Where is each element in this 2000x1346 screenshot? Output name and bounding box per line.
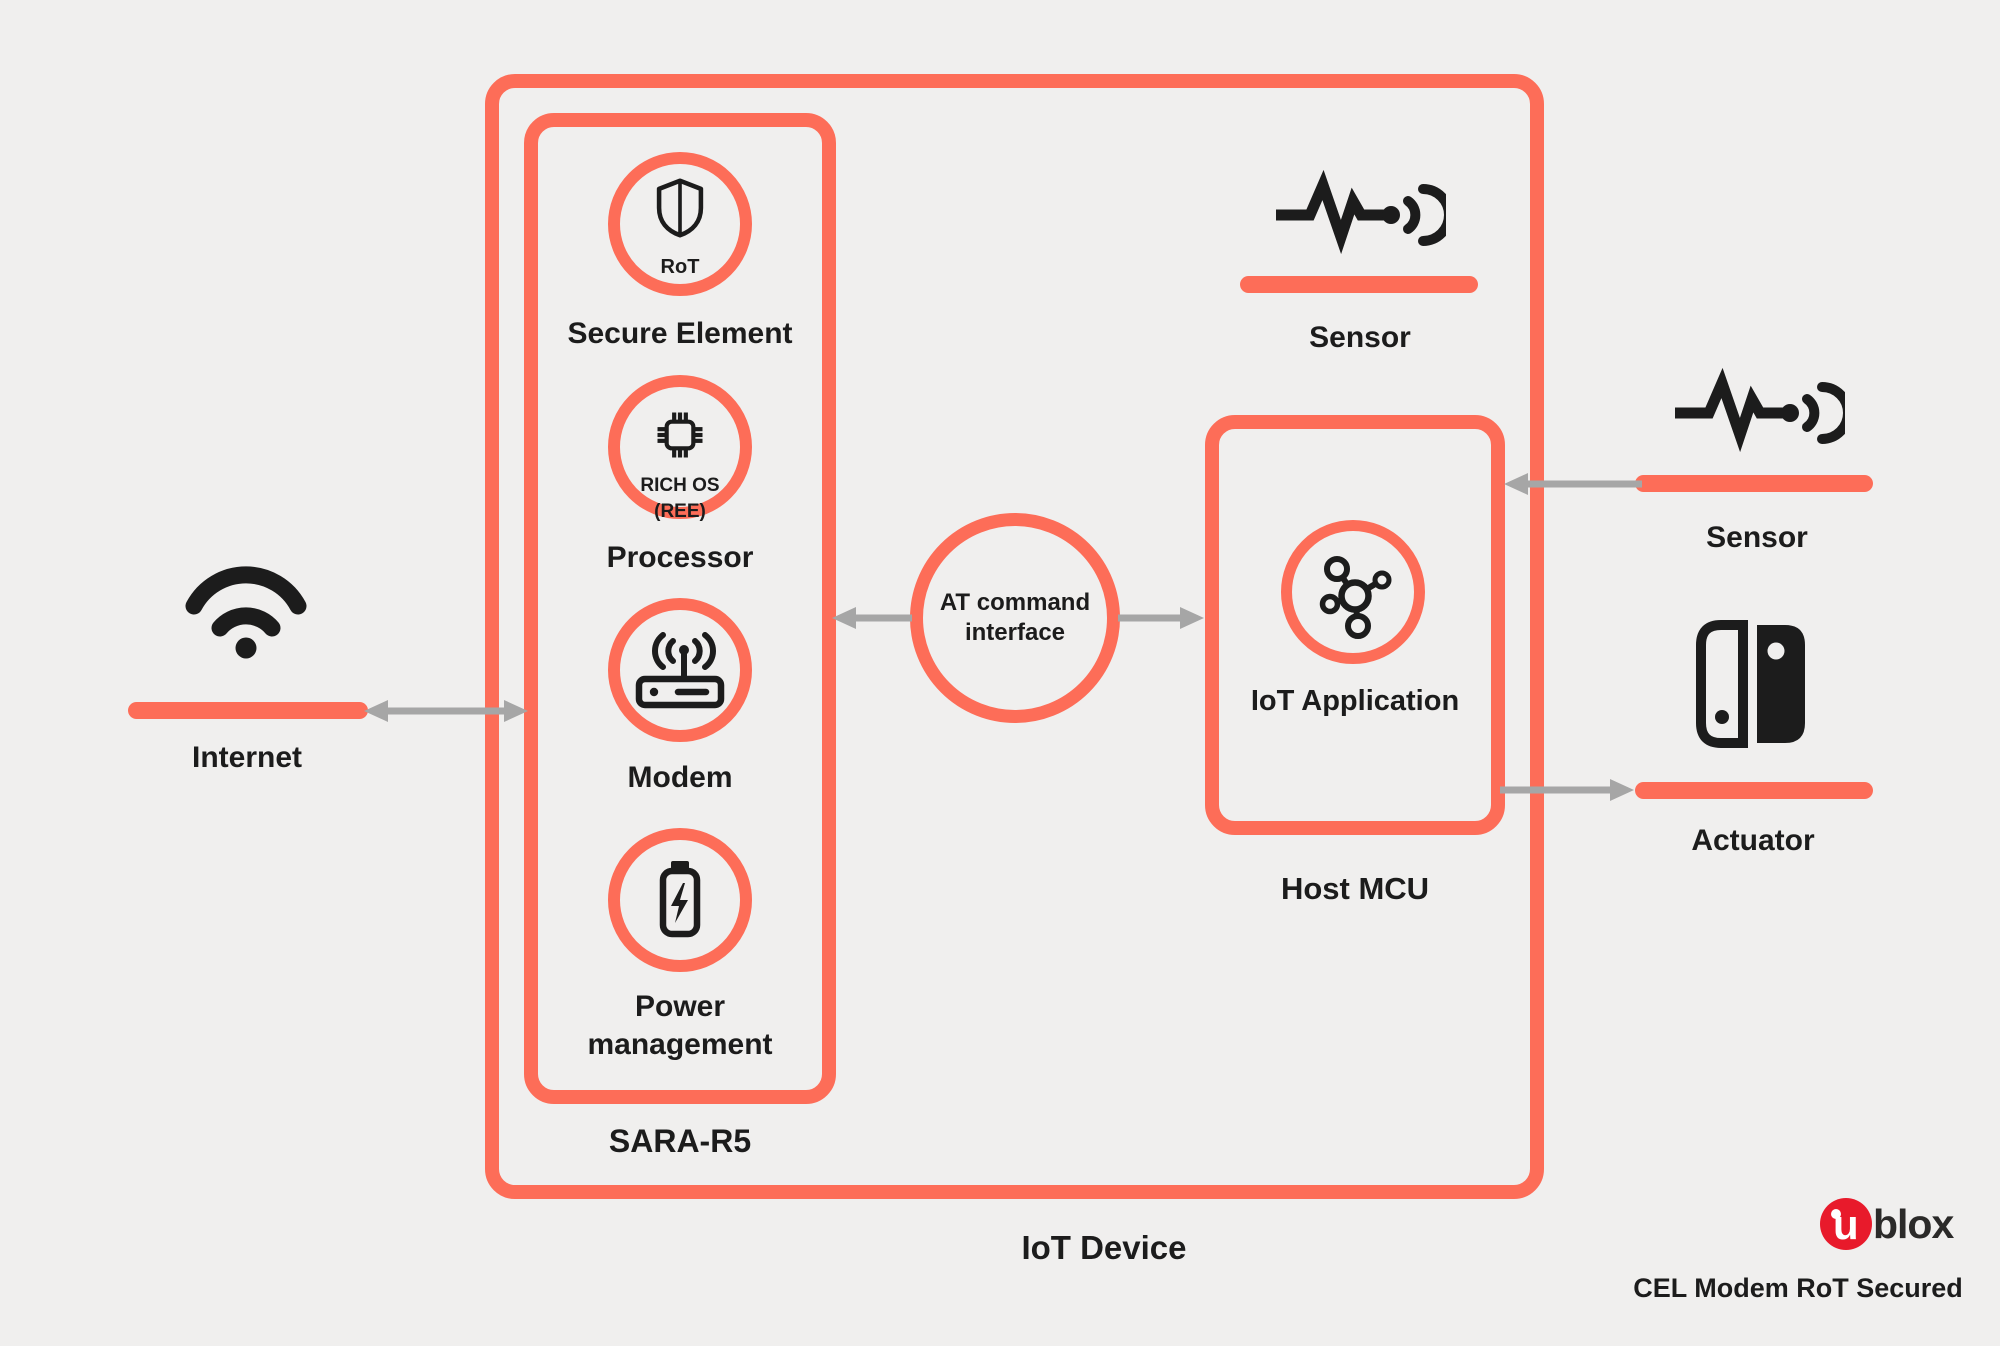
rich-os-badge-line2: (REE) bbox=[654, 501, 706, 522]
power-management-label: Power management bbox=[587, 990, 773, 1061]
actuator-icon bbox=[1696, 620, 1805, 748]
internet-label: Internet bbox=[191, 741, 302, 774]
modem-label: Modem bbox=[627, 761, 733, 794]
actuator-underline bbox=[1635, 782, 1873, 799]
wifi-icon bbox=[185, 566, 307, 659]
host-mcu-box bbox=[1205, 415, 1505, 835]
footer-caption: CEL Modem RoT Secured bbox=[1633, 1273, 1963, 1303]
rich-os-badge: RICH OS (REE) bbox=[620, 473, 740, 525]
router-icon bbox=[635, 632, 725, 709]
molecule-icon bbox=[1319, 556, 1392, 639]
sensor-right-underline bbox=[1635, 475, 1873, 492]
ublox-logo-text: blox bbox=[1873, 1200, 1954, 1247]
host-mcu-label: Host MCU bbox=[1280, 871, 1430, 906]
internet-underline bbox=[128, 702, 368, 719]
pulse-signal-icon bbox=[1675, 367, 1845, 453]
iot-device-label: IoT Device bbox=[1021, 1229, 1187, 1266]
ublox-logo-u: u bbox=[1833, 1201, 1859, 1248]
at-interface-label: AT command interface bbox=[939, 589, 1091, 646]
shield-icon bbox=[656, 178, 704, 238]
sara-r5-label: SARA-R5 bbox=[608, 1123, 752, 1159]
battery-icon bbox=[659, 861, 701, 938]
processor-label: Processor bbox=[606, 541, 754, 574]
pulse-signal-icon bbox=[1276, 169, 1446, 255]
iot-application-label: IoT Application bbox=[1250, 685, 1460, 717]
internet-arrow bbox=[364, 700, 528, 722]
at-right-arrow bbox=[1118, 607, 1204, 629]
rich-os-badge-line1: RICH OS bbox=[640, 475, 720, 496]
sensor-top-label: Sensor bbox=[1309, 321, 1411, 354]
actuator-label: Actuator bbox=[1691, 824, 1815, 857]
iot-device-box bbox=[485, 74, 1544, 1199]
power-circle bbox=[608, 828, 752, 972]
chip-icon bbox=[657, 412, 703, 458]
iot-application-circle bbox=[1281, 520, 1425, 664]
secure-element-label: Secure Element bbox=[567, 317, 793, 350]
ublox-logo: u blox bbox=[1820, 1198, 1954, 1250]
ublox-logo-disc: u bbox=[1820, 1198, 1872, 1250]
rot-badge: RoT bbox=[660, 256, 700, 278]
secure-element-circle: RoT bbox=[608, 152, 752, 296]
sensor-right-label: Sensor bbox=[1706, 521, 1808, 554]
at-interface-circle: AT command interface bbox=[910, 513, 1120, 723]
actuator-arrow bbox=[1500, 779, 1634, 801]
modem-circle bbox=[608, 598, 752, 742]
sara-r5-box bbox=[524, 113, 836, 1104]
processor-circle: RICH OS (REE) bbox=[608, 375, 752, 522]
ublox-logo-dot bbox=[1831, 1209, 1841, 1219]
at-left-arrow bbox=[832, 607, 912, 629]
sensor-arrow bbox=[1504, 473, 1642, 495]
sensor-top-underline bbox=[1240, 276, 1478, 293]
